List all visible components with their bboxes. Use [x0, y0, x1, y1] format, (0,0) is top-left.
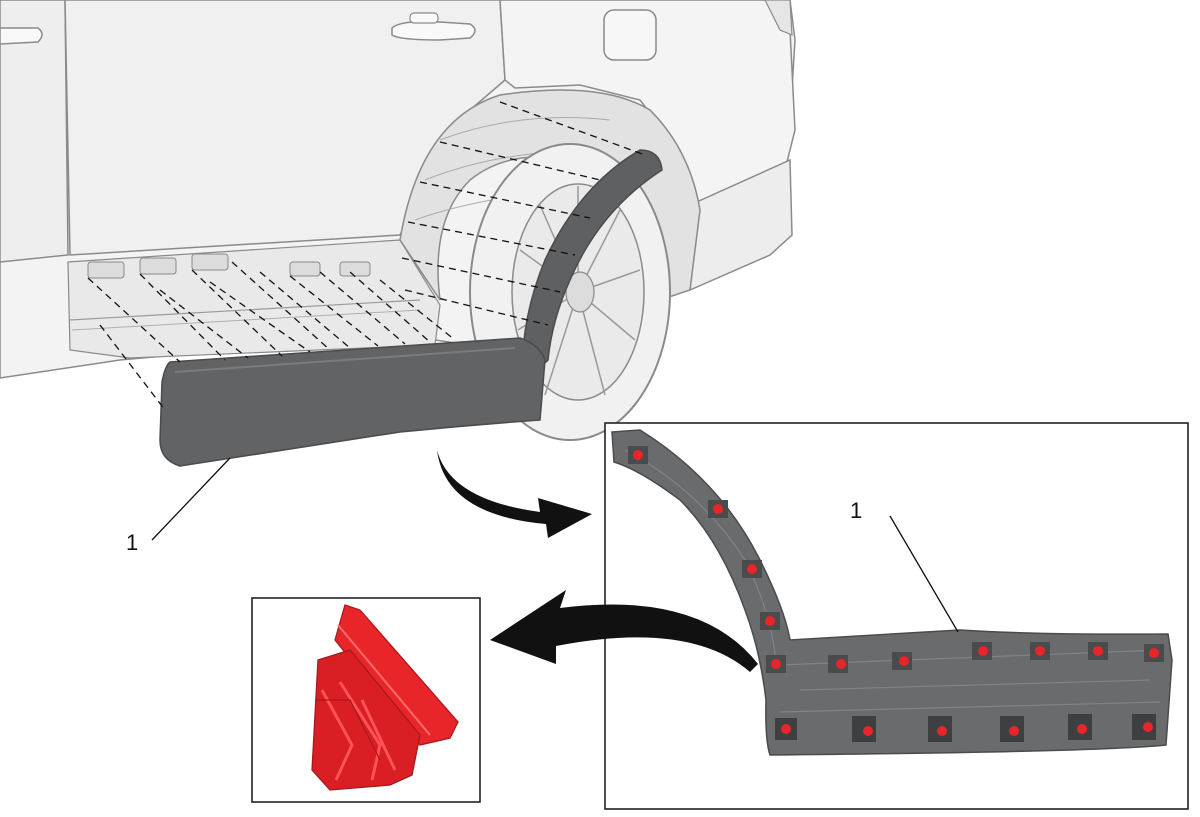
clip-detail-view — [251, 597, 481, 803]
curved-arrow-left — [490, 590, 758, 672]
arrow-to-detail — [437, 450, 592, 538]
fastener-clip — [1132, 714, 1156, 740]
fasteners — [628, 446, 1164, 742]
clip-legs — [320, 681, 397, 781]
callout-label-vehicle: 1 — [126, 530, 138, 555]
clip-body — [311, 649, 421, 791]
callout-vehicle: 1 — [126, 457, 231, 555]
curved-arrow-right — [437, 450, 592, 538]
rocker-molding — [159, 337, 546, 467]
fastener-clip — [760, 612, 780, 630]
fuel-door — [603, 9, 657, 61]
rocker-sill-line — [69, 299, 421, 321]
fastener-clip — [972, 642, 992, 660]
fastener-clip — [892, 652, 912, 670]
wheel-well — [399, 89, 701, 302]
fastener-clip — [766, 655, 786, 673]
leader-line-detail — [889, 515, 959, 633]
rocker-molding-highlight — [174, 347, 516, 373]
fastener-clip — [708, 500, 728, 518]
rear-door-handle — [391, 12, 476, 41]
molding-on-vehicle — [159, 149, 663, 467]
clip-flange — [334, 604, 459, 746]
molding-detail-view: 1 — [604, 422, 1189, 810]
molding-backside — [611, 429, 1173, 756]
fastener-clip — [775, 718, 797, 740]
rocker-sill-line-2 — [71, 309, 421, 331]
callout-label-detail: 1 — [850, 498, 862, 523]
front-door — [0, 0, 69, 263]
arrow-to-clip — [490, 590, 758, 672]
fastener-clip — [1000, 716, 1024, 742]
fastener-clip — [1030, 642, 1050, 660]
leader-line-vehicle — [151, 457, 231, 541]
fastener-clip — [828, 655, 848, 673]
body-clip-recesses — [87, 253, 371, 279]
fastener-clip — [1144, 644, 1164, 662]
front-door-handle — [0, 27, 43, 45]
taillight — [764, 0, 793, 36]
fastener-clip — [1088, 642, 1108, 660]
fastener-clip — [928, 716, 952, 742]
wheel-hub — [565, 271, 595, 313]
alignment-lines — [87, 101, 646, 411]
fastener-clip — [628, 446, 648, 464]
fastener-clip — [1068, 714, 1092, 740]
retainer-clip — [311, 604, 459, 791]
fastener-clip — [852, 716, 876, 742]
fastener-clip — [742, 560, 762, 578]
